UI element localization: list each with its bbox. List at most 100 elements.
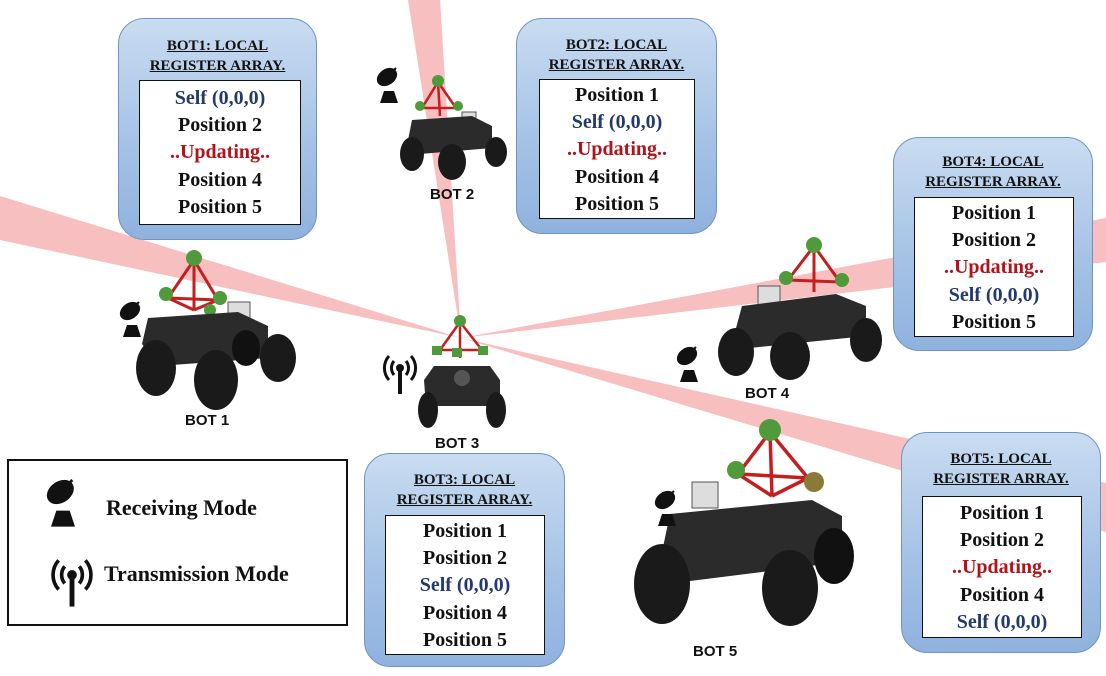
register-entry: ..Updating.. bbox=[951, 556, 1053, 579]
register-entry: Self (0,0,0) bbox=[174, 87, 266, 109]
register-entry: Position 1 bbox=[423, 520, 507, 542]
antenna-signal-icon bbox=[382, 355, 418, 394]
register-entry: ..Updating.. bbox=[169, 141, 271, 164]
robot-mast bbox=[166, 259, 220, 312]
bot-label: BOT 5 bbox=[693, 643, 738, 660]
robot-wheel bbox=[260, 334, 296, 382]
robot-wheel bbox=[438, 144, 466, 180]
robot-wheel bbox=[762, 550, 818, 626]
bot-label: BOT 4 bbox=[745, 385, 790, 402]
register-array: Position 1 Position 2 ..Updating.. Self … bbox=[914, 197, 1074, 337]
robot-bot4 bbox=[718, 237, 882, 380]
register-entry: ..Updating.. bbox=[943, 256, 1045, 279]
robot-screen bbox=[691, 481, 719, 509]
sensor-dome bbox=[186, 250, 202, 266]
sensor-dome bbox=[759, 419, 781, 441]
register-entry: Position 2 bbox=[960, 529, 1044, 552]
sensor-dome bbox=[159, 287, 173, 301]
satellite-dish-icon bbox=[46, 479, 75, 527]
robot-body bbox=[408, 116, 492, 154]
register-entry: Position 4 bbox=[423, 601, 507, 624]
register-entry: Position 5 bbox=[952, 310, 1036, 333]
register-entry: Position 5 bbox=[575, 192, 659, 215]
register-entry: Self (0,0,0) bbox=[419, 574, 511, 597]
sensor-dome bbox=[204, 304, 216, 316]
robot-wheel bbox=[136, 340, 176, 396]
register-entry: Position 2 bbox=[952, 229, 1036, 252]
robot-bot1 bbox=[136, 250, 296, 410]
robot-bot2 bbox=[400, 75, 507, 180]
register-entry: Position 4 bbox=[960, 583, 1044, 606]
robot-wheel bbox=[194, 350, 238, 410]
sensor-module bbox=[478, 346, 488, 355]
sensor-dome bbox=[415, 101, 425, 111]
sensor-dome bbox=[806, 237, 822, 253]
robot-turret bbox=[454, 370, 470, 386]
satellite-dish-icon bbox=[376, 67, 398, 103]
robot-wheel bbox=[814, 528, 854, 584]
robot-wheel bbox=[485, 137, 507, 167]
legend-transmission-label: Transmission Mode bbox=[104, 561, 289, 586]
robot-bot5 bbox=[634, 419, 854, 626]
satellite-dish-icon bbox=[654, 490, 676, 526]
satellite-dish-icon bbox=[119, 301, 141, 337]
register-entry: Position 2 bbox=[178, 114, 262, 137]
robot-wheel bbox=[850, 318, 882, 362]
beam-to-bot2 bbox=[408, 0, 461, 338]
legend: Receiving Mode Transmission Mode bbox=[7, 459, 348, 626]
register-entry: Position 2 bbox=[423, 547, 507, 570]
sensor-dome bbox=[453, 101, 463, 111]
register-entry: Position 4 bbox=[178, 168, 262, 191]
register-array: Position 1 Position 2 ..Updating.. Posit… bbox=[922, 496, 1082, 638]
robot-mast bbox=[736, 430, 810, 498]
robot-body bbox=[662, 500, 842, 582]
robot-wheel bbox=[486, 392, 506, 428]
robot-wheel bbox=[770, 332, 810, 380]
register-entry: Position 1 bbox=[575, 84, 659, 106]
register-entry: Self (0,0,0) bbox=[956, 610, 1048, 633]
robot-wheel bbox=[718, 328, 754, 376]
register-array: Position 1 Position 2 Self (0,0,0) Posit… bbox=[385, 515, 545, 655]
robot-mast bbox=[420, 81, 458, 117]
sensor-dome bbox=[779, 271, 793, 285]
register-entry: Self (0,0,0) bbox=[948, 283, 1040, 306]
sensor-dome bbox=[213, 291, 227, 305]
robot-bot3 bbox=[418, 315, 506, 428]
sensor-module bbox=[432, 346, 442, 355]
robot-wheel bbox=[634, 544, 690, 624]
satellite-dish-icon bbox=[676, 346, 698, 382]
register-array: Self (0,0,0) Position 2 ..Updating.. Pos… bbox=[139, 80, 301, 225]
register-entry: Position 5 bbox=[423, 628, 507, 651]
sensor-dome bbox=[727, 461, 745, 479]
register-entry: Position 5 bbox=[178, 195, 262, 218]
sensor-module bbox=[452, 348, 462, 357]
register-entry: Position 4 bbox=[575, 165, 659, 188]
register-entry: Position 1 bbox=[952, 202, 1036, 224]
sensor-dome bbox=[804, 472, 824, 492]
antenna-signal-icon bbox=[51, 559, 93, 607]
bot-label: BOT 3 bbox=[435, 435, 480, 452]
beam-to-bot1 bbox=[0, 196, 461, 338]
register-array: Position 1 Self (0,0,0) ..Updating.. Pos… bbox=[539, 79, 695, 219]
sensor-dome bbox=[454, 315, 466, 327]
robot-wheel bbox=[400, 137, 424, 171]
robot-wheel bbox=[418, 392, 438, 428]
register-entry: Self (0,0,0) bbox=[571, 111, 663, 134]
sensor-dome bbox=[835, 273, 849, 287]
register-entry: Position 1 bbox=[960, 502, 1044, 524]
robot-mast bbox=[786, 245, 842, 292]
bot-label: BOT 1 bbox=[185, 412, 230, 429]
robot-body bbox=[736, 294, 866, 348]
bot-label: BOT 2 bbox=[430, 186, 475, 203]
sensor-dome bbox=[432, 75, 444, 87]
